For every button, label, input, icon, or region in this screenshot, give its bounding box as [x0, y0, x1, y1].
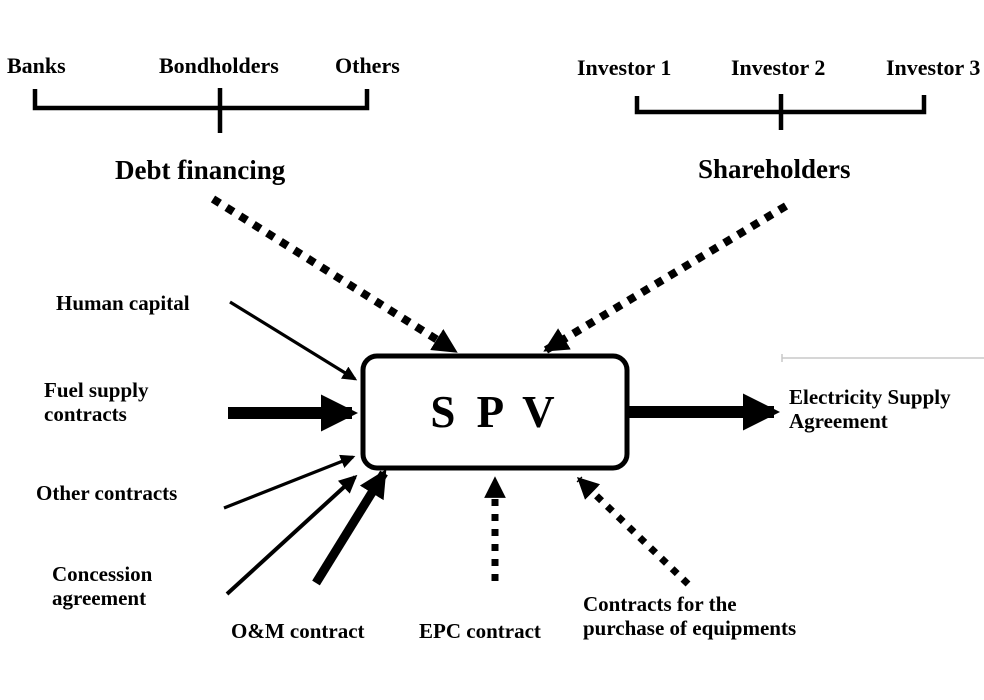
label-epc-contract: EPC contract [419, 619, 541, 643]
label-om-contract: O&M contract [231, 619, 365, 643]
label-other-contracts: Other contracts [36, 481, 178, 505]
artifact-line [781, 354, 984, 362]
arrow-other-contracts [223, 454, 356, 510]
label-purchase-equipment: Contracts for the purchase of equipments [583, 592, 797, 641]
label-concession-agreement: Concession agreement [52, 562, 153, 611]
label-investor-1: Investor 1 [577, 55, 672, 80]
arrow-human-capital [229, 300, 358, 381]
label-debt-financing: Debt financing [115, 155, 286, 185]
label-shareholders: Shareholders [698, 154, 851, 184]
label-bondholders: Bondholders [159, 53, 279, 78]
label-electricity-supply-agreement: Electricity Supply Agreement [789, 385, 951, 434]
arrow-debt-financing [210, 195, 458, 355]
arrow-concession-agreement [225, 474, 358, 596]
label-banks: Banks [7, 53, 66, 78]
arrow-purchase-equipment [576, 476, 691, 587]
debt-group-bracket [32, 88, 370, 133]
arrow-shareholders [543, 202, 789, 354]
label-others: Others [335, 53, 400, 78]
label-investor-3: Investor 3 [886, 55, 981, 80]
arrow-om-contract [312, 469, 388, 586]
spv-label: S P V [430, 387, 560, 437]
spv-box [360, 353, 630, 471]
label-investor-2: Investor 2 [731, 55, 826, 80]
equity-group-bracket [634, 94, 927, 130]
label-human-capital: Human capital [56, 291, 190, 315]
spv-box-center: S P V [363, 356, 627, 468]
label-fuel-supply-contracts: Fuel supply contracts [44, 378, 149, 427]
